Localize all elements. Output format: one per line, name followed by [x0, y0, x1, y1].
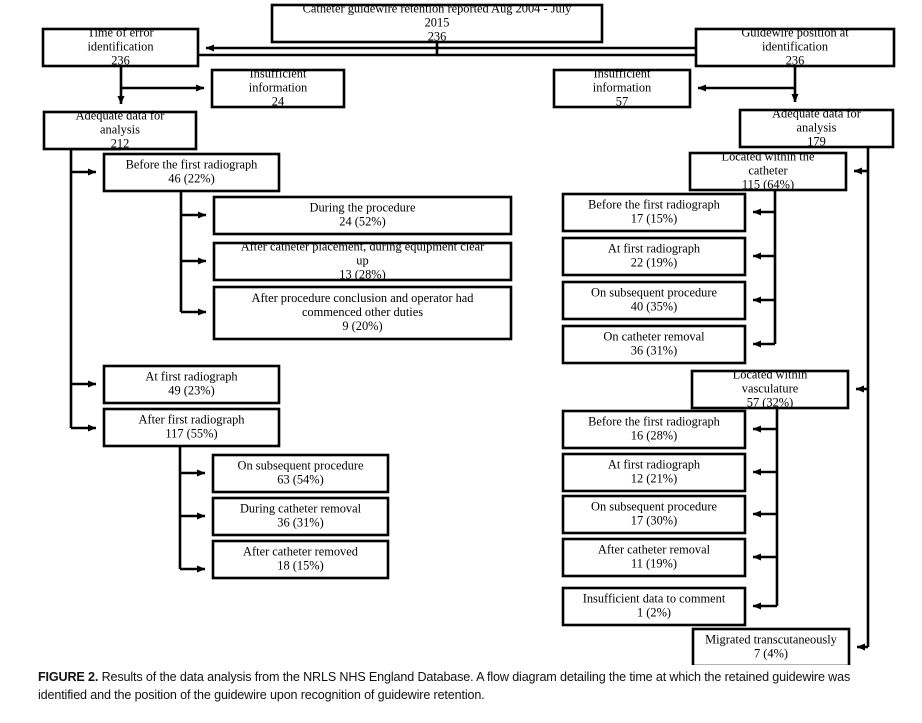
- node-l-after-placement[interactable]: After catheter placement, during equipme…: [212, 239, 513, 282]
- node-box: [561, 409, 747, 450]
- node-box: [552, 68, 692, 109]
- node-l-after-conclusion[interactable]: After procedure conclusion and operator …: [212, 285, 513, 341]
- node-box: [210, 68, 346, 109]
- node-box: [694, 27, 896, 68]
- figure-caption-text: Results of the data analysis from the NR…: [38, 670, 851, 703]
- node-box: [690, 369, 850, 410]
- node-box: [42, 110, 198, 151]
- connectors-right: [697, 66, 870, 651]
- figure-caption: FIGURE 2. Results of the data analysis f…: [38, 668, 888, 705]
- node-box: [561, 586, 747, 627]
- node-box: [561, 192, 747, 233]
- node-text: After procedure conclusion and operator …: [252, 291, 475, 333]
- node-text: Catheter guidewire retention reported Au…: [303, 1, 573, 43]
- flow-diagram: Catheter guidewire retention reported Au…: [41, 1, 896, 665]
- node-box: [561, 537, 747, 578]
- node-box: [211, 496, 390, 537]
- node-box: [691, 627, 851, 665]
- node-box: [738, 108, 895, 149]
- node-box: [561, 324, 747, 365]
- node-box: [212, 285, 513, 341]
- node-box: [41, 27, 200, 68]
- node-root[interactable]: Catheter guidewire retention reported Au…: [270, 1, 604, 44]
- node-box: [212, 195, 513, 236]
- node-box: [561, 494, 747, 535]
- node-box: [102, 364, 281, 405]
- node-box: [561, 236, 747, 277]
- node-layer: Catheter guidewire retention reported Au…: [41, 1, 896, 665]
- node-text: After catheter placement, during equipme…: [241, 239, 485, 281]
- node-box: [102, 407, 281, 448]
- node-box: [688, 151, 848, 192]
- node-box: [102, 152, 281, 193]
- node-box: [561, 280, 747, 321]
- figure-label: FIGURE 2.: [38, 670, 99, 684]
- node-box: [212, 241, 513, 282]
- node-box: [211, 539, 390, 580]
- node-box: [211, 453, 390, 494]
- node-box: [561, 452, 747, 493]
- node-box: [270, 3, 604, 44]
